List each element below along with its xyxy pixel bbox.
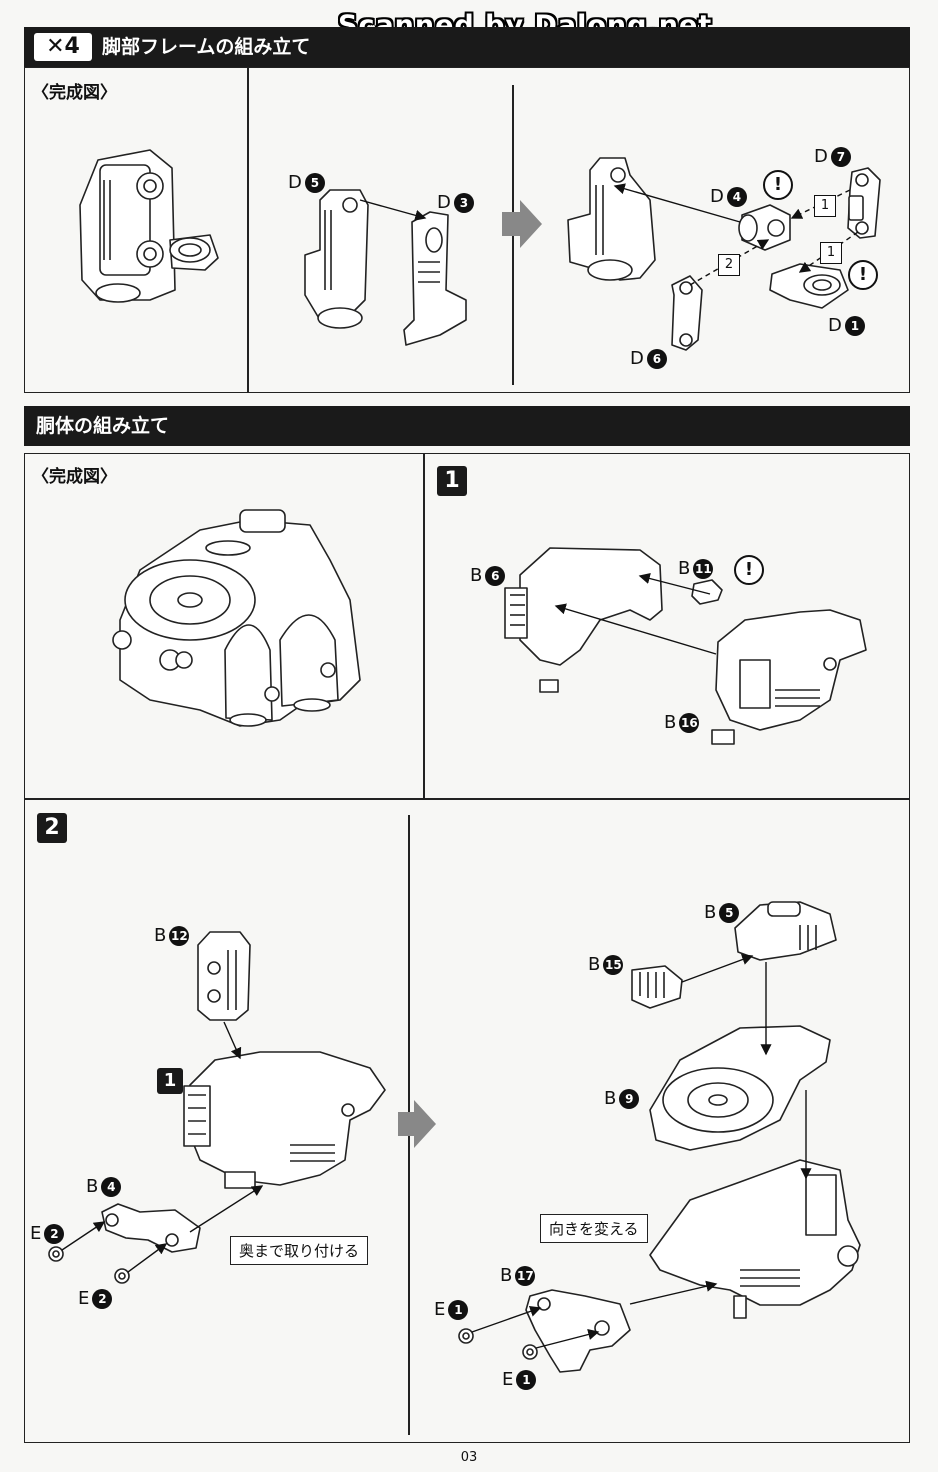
part-b17-drawing xyxy=(525,1289,631,1373)
part-d3-drawing xyxy=(403,211,467,346)
part-b11-drawing xyxy=(691,579,723,605)
page-number: 03 xyxy=(460,1450,478,1465)
part-b6-drawing xyxy=(504,547,663,693)
caution-icon: ! xyxy=(734,555,764,585)
step-reference-1: 1 xyxy=(157,1068,183,1094)
step1-panel xyxy=(424,453,910,799)
body-assembly-title: 胴体の組み立て xyxy=(36,415,170,437)
part-d5-drawing xyxy=(304,189,369,329)
caution-icon: ! xyxy=(848,260,878,290)
step-number-2: 2 xyxy=(37,813,67,843)
leg-frame-exploded-drawing xyxy=(567,157,881,351)
step1-assembly-drawing xyxy=(183,1051,386,1189)
caution-icon: ! xyxy=(763,170,793,200)
step-number-1: 1 xyxy=(437,466,467,496)
order-mark: 1 xyxy=(820,242,842,264)
leg-frame-header: ✕4 脚部フレームの組み立て xyxy=(24,27,910,67)
callout-insert-fully: 奥まで取り付ける xyxy=(230,1236,369,1265)
quantity-multiplier: ✕4 xyxy=(34,33,92,61)
panel-divider xyxy=(247,67,249,393)
flow-arrow xyxy=(502,200,542,248)
body-assembly-header: 胴体の組み立て xyxy=(24,406,910,446)
part-b9-drawing xyxy=(649,1025,831,1151)
part-b12-drawing xyxy=(197,931,251,1021)
part-b5-drawing xyxy=(734,901,837,961)
step2-assembly-drawing xyxy=(649,1159,861,1319)
part-b4-drawing xyxy=(101,1203,201,1253)
body-completed-drawing xyxy=(112,509,361,727)
leg-frame-panel xyxy=(24,67,910,393)
step2-panel xyxy=(24,799,910,1443)
leg-frame-completed-drawing xyxy=(79,149,219,303)
part-b16-drawing xyxy=(711,609,867,745)
order-mark: 1 xyxy=(814,195,836,217)
body-completed-panel xyxy=(24,453,424,799)
completed-view-label: 〈完成図〉 xyxy=(32,83,117,103)
flow-arrow xyxy=(398,1100,436,1148)
completed-view-label: 〈完成図〉 xyxy=(32,467,117,487)
order-mark: 2 xyxy=(718,254,740,276)
leg-frame-title: 脚部フレームの組み立て xyxy=(102,36,311,58)
part-b15-drawing xyxy=(631,965,683,1009)
callout-change-direction: 向きを変える xyxy=(540,1214,648,1243)
